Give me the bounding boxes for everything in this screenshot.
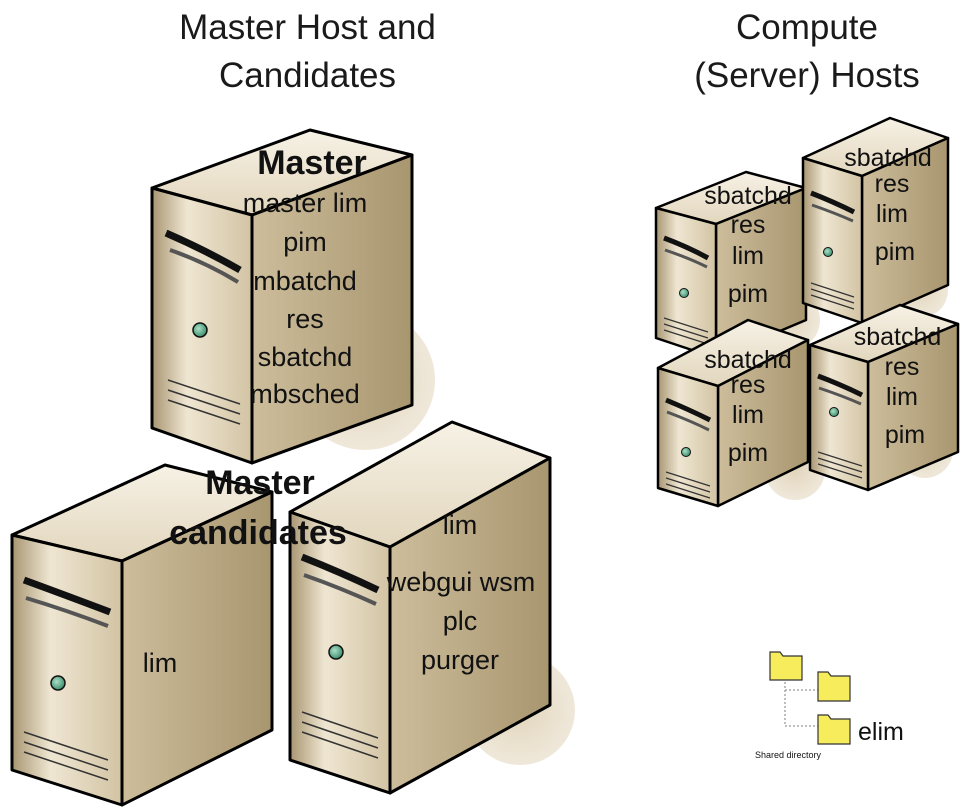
drive-slot-icon (164, 229, 242, 274)
power-led-icon (328, 644, 344, 660)
master-process: res (286, 304, 324, 334)
shared-directory-tree (769, 651, 851, 745)
candidate-left-process: lim (142, 648, 178, 678)
candidates-heading-line2: candidates (169, 514, 347, 552)
power-led-icon (50, 675, 66, 691)
folder-icon (817, 671, 851, 702)
compute-3-process: lim (732, 401, 764, 429)
compute-1-process: pim (727, 280, 769, 308)
drive-slot-icon (665, 397, 712, 423)
compute-3-process: sbatchd (704, 346, 792, 374)
drive-slot-icon (810, 190, 856, 215)
master-process: mbatchd (253, 266, 357, 296)
drive-slot-icon (25, 596, 109, 628)
master-process: mbsched (250, 379, 360, 409)
vent-lines-icon (817, 451, 863, 479)
elim-label: elim (858, 718, 904, 746)
drive-slot-icon (303, 573, 377, 606)
candidate-left-front (10, 533, 124, 807)
vent-lines-icon (663, 317, 709, 345)
drive-slot-icon (300, 553, 380, 594)
compute-1-process: sbatchd (704, 182, 792, 210)
candidate-right-process: lim (442, 510, 478, 540)
master-heading: Master (257, 144, 367, 182)
candidate-right-process: purger (420, 645, 500, 675)
compute-4-process: pim (884, 421, 926, 449)
vent-lines-icon (665, 471, 711, 499)
power-led-icon (829, 407, 839, 417)
compute-4-process: sbatchd (853, 323, 942, 351)
candidate-right-process: plc (442, 606, 478, 636)
compute-4-process: lim (886, 383, 918, 411)
candidate-server-right (288, 420, 575, 795)
candidate-server-left (10, 463, 274, 807)
master-process: master lim (242, 188, 368, 218)
tree-connector-lines (784, 682, 818, 727)
compute-3-process: pim (727, 439, 769, 467)
folder-icon (817, 714, 851, 745)
drive-slot-icon (664, 248, 708, 269)
compute-1-process: res (730, 211, 766, 239)
master-group-title-line2: Candidates (218, 56, 397, 95)
master-server (150, 128, 435, 465)
master-process: pim (283, 227, 327, 257)
vent-lines-icon (810, 282, 855, 310)
drive-slot-icon (666, 410, 710, 432)
compute-3-process: res (730, 371, 766, 399)
vent-lines-icon (167, 379, 241, 425)
compute-group-title-line2: (Server) Hosts (694, 56, 920, 95)
vent-lines-icon (301, 711, 379, 759)
candidates-heading-line1: Master (205, 464, 315, 502)
compute-2-process: res (874, 170, 910, 198)
compute-2-process: lim (876, 200, 908, 228)
drive-slot-icon (817, 373, 864, 398)
master-process: sbatchd (257, 342, 353, 372)
compute-2-process: sbatchd (844, 144, 932, 172)
folder-icon (769, 651, 803, 681)
drive-slot-icon (22, 576, 112, 616)
shared-directory-label: Shared directory (755, 750, 822, 760)
candidate-right-process: webgui wsm (386, 567, 536, 597)
compute-1-process: lim (732, 242, 764, 270)
drive-slot-icon (663, 235, 710, 261)
compute-group-title-line1: Compute (735, 8, 879, 47)
power-led-icon (679, 288, 689, 298)
compute-4-process: res (884, 353, 920, 381)
master-group-title-line1: Master Host and (179, 8, 436, 47)
compute-2-process: pim (874, 238, 916, 266)
drive-slot-icon (818, 386, 862, 406)
drive-slot-icon (811, 203, 854, 223)
drive-slot-icon (169, 248, 240, 284)
power-led-icon (681, 447, 691, 457)
vent-lines-icon (23, 731, 109, 781)
compute-server-2 (801, 116, 950, 325)
power-led-icon (192, 322, 208, 338)
power-led-icon (823, 247, 833, 257)
compute-server-4 (808, 303, 960, 492)
